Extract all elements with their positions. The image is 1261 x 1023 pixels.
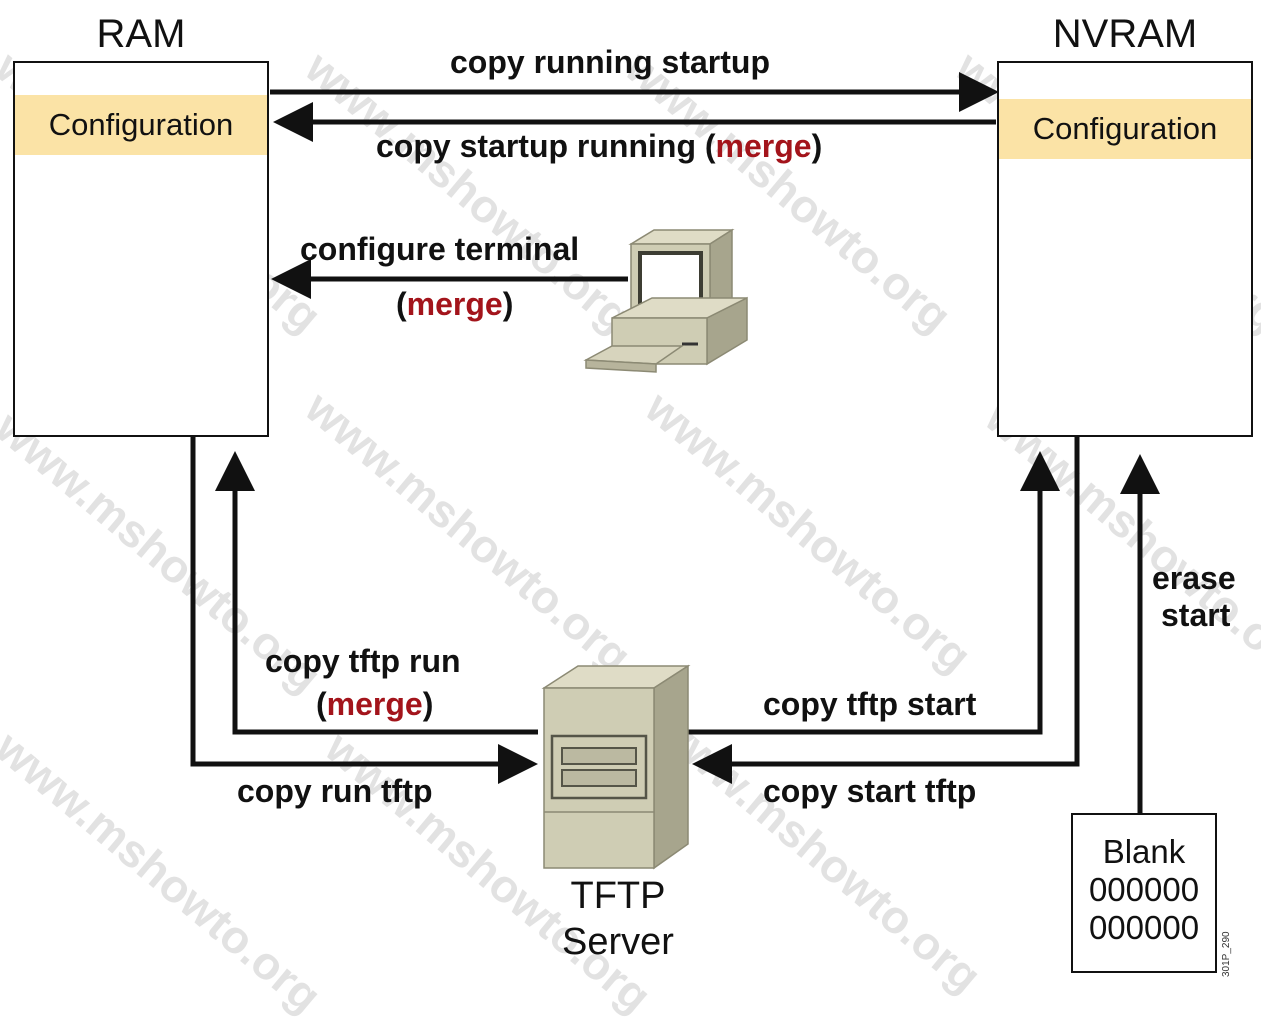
computer-icon — [583, 228, 748, 373]
label-configure-terminal: configure terminal — [300, 231, 580, 267]
ram-configuration: Configuration — [15, 95, 267, 155]
label-copy-run-tftp: copy run tftp — [237, 773, 433, 809]
ram-title: RAM — [96, 12, 186, 56]
label-erase-start: erase start — [1152, 560, 1236, 633]
diagram-canvas: www.mshowto.org www.mshowto.org www.msho… — [0, 12, 1261, 1022]
figure-code: 301P_290 — [1221, 931, 1232, 977]
nvram-configuration: Configuration — [999, 99, 1251, 159]
nvram-box: Configuration — [997, 61, 1253, 437]
blank-zeros: 000000 — [1088, 870, 1200, 908]
merge-keyword: merge — [406, 286, 503, 322]
blank-memory-box: Blank 000000 000000 — [1071, 813, 1217, 973]
label-copy-tftp-run-merge: (merge) — [316, 686, 434, 722]
label-copy-tftp-run: copy tftp run — [265, 643, 461, 679]
tftp-server-label: TFTP Server — [562, 875, 674, 963]
blank-zeros: 000000 — [1088, 908, 1200, 946]
blank-label: Blank — [1102, 833, 1186, 870]
tftp-server-icon — [541, 664, 691, 870]
label-configure-terminal-merge: (merge) — [396, 286, 514, 322]
connector-lines — [190, 72, 1160, 814]
label-copy-start-tftp: copy start tftp — [763, 773, 977, 809]
merge-keyword: merge — [715, 128, 812, 164]
label-copy-startup-running: copy startup running (merge) — [376, 128, 823, 164]
nvram-title: NVRAM — [1052, 12, 1198, 56]
arrow-copy-tftp-start — [688, 451, 1060, 735]
label-copy-tftp-start: copy tftp start — [763, 686, 977, 722]
ram-box: Configuration — [13, 61, 269, 437]
arrow-copy-start-tftp — [692, 436, 1080, 784]
merge-keyword: merge — [326, 686, 423, 722]
label-copy-running-startup: copy running startup — [450, 44, 770, 80]
arrow-copy-run-tftp — [190, 436, 538, 784]
arrow-copy-tftp-run — [215, 451, 538, 735]
